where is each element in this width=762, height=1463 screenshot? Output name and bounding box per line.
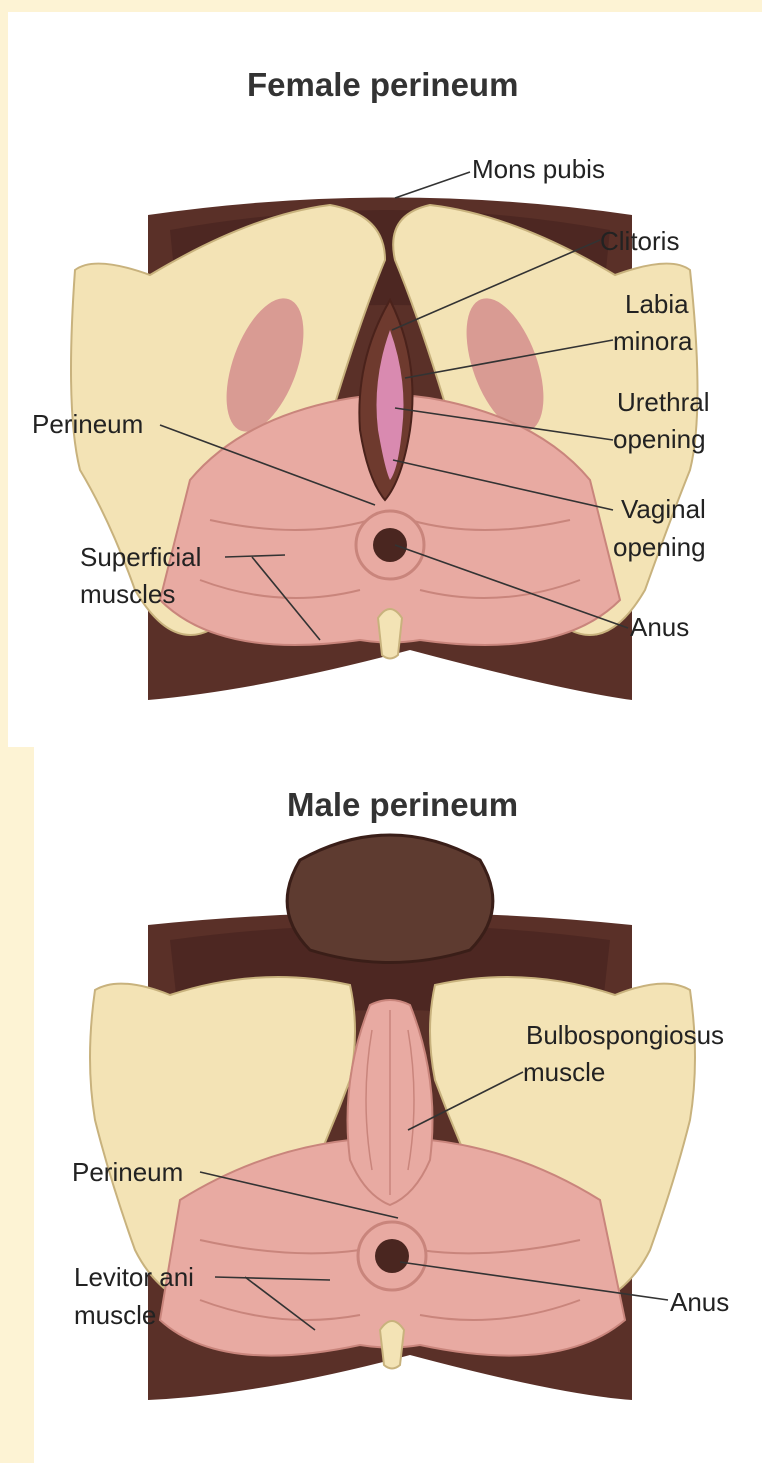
male-glans (287, 835, 493, 963)
male-illustration (90, 835, 695, 1400)
label-male-anus: Anus (670, 1285, 729, 1319)
label-levitor-ani-line2: muscle (74, 1298, 156, 1332)
label-urethral-opening-line2: opening (613, 422, 706, 456)
label-female-perineum: Perineum (32, 407, 143, 441)
female-anus (373, 528, 407, 562)
label-superficial-muscles-line2: muscles (80, 577, 175, 611)
label-vaginal-opening-line1: Vaginal (621, 492, 706, 526)
label-urethral-opening-line1: Urethral (617, 385, 709, 419)
label-bulbospongiosus-line1: Bulbospongiosus (526, 1018, 724, 1052)
label-labia-minora-line2: minora (613, 324, 692, 358)
label-bulbospongiosus-line2: muscle (523, 1055, 605, 1089)
label-vaginal-opening-line2: opening (613, 530, 706, 564)
male-title: Male perineum (287, 786, 518, 824)
male-anus (375, 1239, 409, 1273)
label-levitor-ani-line1: Levitor ani (74, 1260, 194, 1294)
label-female-anus: Anus (630, 610, 689, 644)
label-mons-pubis: Mons pubis (472, 152, 605, 186)
label-clitoris: Clitoris (600, 224, 679, 258)
female-title: Female perineum (247, 66, 518, 104)
label-superficial-muscles-line1: Superficial (80, 540, 201, 574)
label-male-perineum: Perineum (72, 1155, 183, 1189)
label-labia-minora-line1: Labia (625, 287, 689, 321)
